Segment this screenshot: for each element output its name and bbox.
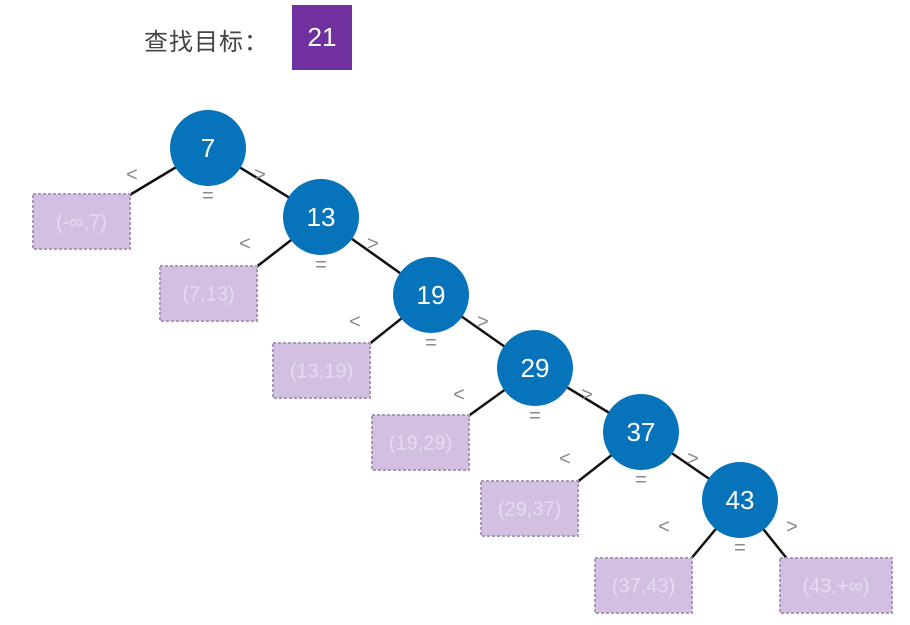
interval-box — [594, 557, 693, 614]
tree-node: 37 — [603, 394, 679, 470]
interval-label: (-∞,7) — [56, 212, 107, 234]
node-circle — [702, 462, 778, 538]
interval-leaves: (-∞,7) (7,13) (13,19) (19,29) (29,37) (37,43)… — [32, 193, 893, 614]
less-than-symbol: < — [126, 164, 138, 186]
search-target-label: 查找目标： — [144, 29, 269, 56]
less-than-symbol: < — [453, 384, 465, 406]
node-circle — [497, 330, 573, 406]
equal-symbol: = — [734, 537, 746, 559]
less-than-symbol: < — [349, 311, 361, 333]
greater-than-symbol: > — [786, 516, 798, 538]
node-value: 7 — [201, 133, 215, 163]
interval-leaf: (29,37) — [480, 480, 579, 537]
interval-label: (37,43) — [612, 576, 675, 598]
interval-box — [159, 265, 258, 322]
edges — [127, 146, 789, 561]
interval-box — [272, 342, 371, 399]
node-circle — [283, 179, 359, 255]
equal-symbol: = — [529, 405, 541, 427]
tree-node: 29 — [497, 330, 573, 406]
greater-than-symbol: > — [581, 384, 593, 406]
node-value: 19 — [417, 280, 446, 310]
tree-node: 43 — [702, 462, 778, 538]
node-value: 13 — [307, 202, 336, 232]
less-than-symbol: < — [559, 448, 571, 470]
greater-than-symbol: > — [477, 311, 489, 333]
interval-leaf: (-∞,7) — [32, 193, 131, 250]
tree-node: 19 — [393, 257, 469, 333]
equal-symbol: = — [202, 185, 214, 207]
node-value: 29 — [521, 353, 550, 383]
node-circle — [170, 110, 246, 186]
interval-leaf: (13,19) — [272, 342, 371, 399]
interval-leaf: (7,13) — [159, 265, 258, 322]
interval-leaf: (43,+∞) — [779, 557, 893, 614]
comparison-symbols: < = > < = > < = > < = > < = > < = > — [126, 164, 798, 559]
node-circle — [603, 394, 679, 470]
greater-than-symbol: > — [687, 448, 699, 470]
tree-nodes: 7 13 19 29 37 43 — [170, 110, 778, 538]
interval-box — [32, 193, 131, 250]
tree-node: 13 — [283, 179, 359, 255]
equal-symbol: = — [425, 332, 437, 354]
interval-box — [371, 414, 470, 471]
interval-label: (29,37) — [498, 499, 561, 521]
greater-than-symbol: > — [254, 164, 266, 186]
equal-symbol: = — [315, 254, 327, 276]
interval-label: (13,19) — [290, 361, 353, 383]
less-than-symbol: < — [239, 233, 251, 255]
node-value: 37 — [627, 417, 656, 447]
equal-symbol: = — [635, 469, 647, 491]
greater-than-symbol: > — [367, 233, 379, 255]
tree-node: 7 — [170, 110, 246, 186]
interval-label: (7,13) — [182, 284, 234, 306]
interval-label: (19,29) — [389, 433, 452, 455]
search-target-value: 21 — [292, 5, 352, 70]
interval-leaf: (37,43) — [594, 557, 693, 614]
interval-leaf: (19,29) — [371, 414, 470, 471]
interval-box — [480, 480, 579, 537]
node-circle — [393, 257, 469, 333]
node-value: 43 — [726, 485, 755, 515]
interval-box — [779, 557, 893, 614]
interval-label: (43,+∞) — [802, 576, 869, 598]
less-than-symbol: < — [658, 516, 670, 538]
